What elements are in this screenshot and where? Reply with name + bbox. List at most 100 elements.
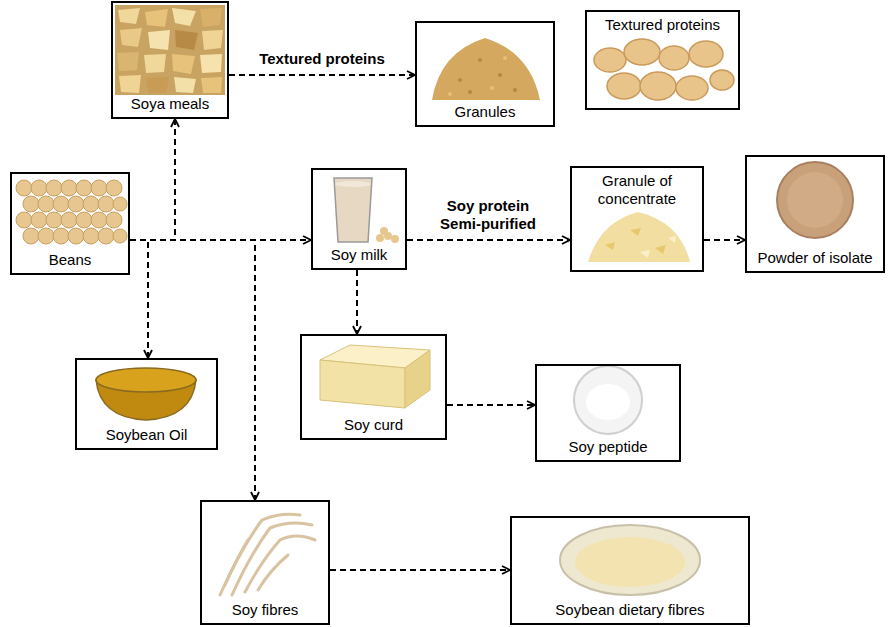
granules-pile-part: [468, 90, 472, 94]
product-box: Soybean dietary fibres: [510, 516, 750, 625]
soybeans-part: [61, 212, 77, 228]
product-box: Powder of isolate: [745, 155, 885, 273]
soya-meal-flakes-part: [172, 8, 196, 26]
arrow-label: Soy protein Semi-purified: [431, 197, 545, 233]
soy-fibre-strands-part: [220, 514, 300, 595]
concentrate-granules-part: [668, 236, 676, 243]
product-box: Beans: [10, 172, 130, 275]
soybeans: [16, 180, 127, 244]
soybeans-part: [16, 180, 32, 196]
soybeans-part: [83, 196, 99, 212]
textured-protein-chunks: [594, 39, 734, 100]
concentrate-granules-part: [630, 228, 641, 236]
dietary-fibre-dish-part: [575, 537, 685, 587]
soybeans-part: [83, 228, 99, 244]
dashed-arrow: [330, 569, 510, 571]
concentrate-granules-part: [605, 242, 615, 250]
soya-meal-flakes-part: [120, 28, 142, 47]
concentrate-granules: [588, 212, 690, 262]
textured-protein-chunks-part: [689, 41, 723, 67]
oil-bowl-part: [96, 368, 196, 392]
soybeans-part: [106, 180, 122, 196]
soy-fibre-strands-part: [232, 523, 312, 595]
dashed-arrow: [229, 74, 415, 76]
soya-meal-flakes-part: [200, 8, 222, 27]
soya-meal-flakes-part: [175, 30, 198, 50]
dashed-arrow: [356, 270, 358, 334]
soybeans-part: [68, 228, 84, 244]
granules-pile-part: [513, 88, 517, 92]
soybeans-part: [106, 212, 122, 228]
soybeans-part: [76, 180, 92, 196]
arrow-label: Textured proteins: [259, 50, 385, 68]
soybeans-part: [53, 228, 69, 244]
dashed-arrow: [130, 119, 175, 240]
product-box: Soy milk: [311, 168, 407, 270]
soya-meal-flakes-part: [144, 54, 166, 73]
box-label: Soy fibres: [208, 601, 322, 619]
dietary-fibre-dish-part: [560, 525, 700, 595]
soya-meal-flakes-part: [200, 54, 222, 73]
isolate-powder-dish-part: [777, 162, 853, 238]
product-box: Soya meals: [111, 1, 229, 119]
concentrate-granules-part: [640, 250, 650, 258]
dietary-fibre-dish: [560, 525, 700, 595]
concentrate-granules-part: [588, 212, 690, 262]
soybeans-part: [23, 196, 39, 212]
box-label: Powder of isolate: [753, 249, 877, 267]
textured-protein-chunks-part: [676, 76, 708, 100]
soy-milk-glass-part: [335, 181, 371, 187]
product-box: Textured proteins: [585, 10, 740, 110]
soya-meal-flakes-part: [202, 30, 223, 50]
textured-protein-chunks-part: [640, 72, 676, 100]
dashed-arrow: [130, 240, 148, 358]
soya-meal-flakes: [115, 5, 225, 95]
textured-protein-chunks-part: [594, 48, 626, 72]
granules-pile-part: [478, 58, 482, 62]
granules-pile-part: [432, 38, 540, 100]
concentrate-granules-part: [655, 245, 666, 254]
soy-fibre-strands-part: [258, 555, 288, 590]
soya-meal-flakes-part: [119, 75, 141, 93]
textured-protein-chunks-part: [607, 73, 641, 99]
soybeans-part: [53, 196, 69, 212]
soybeans-part: [113, 197, 127, 211]
soy-milk-glass-part: [380, 227, 388, 235]
soybeans-part: [113, 229, 127, 243]
soya-meal-flakes-part: [201, 77, 222, 93]
soy-milk-glass-part: [334, 178, 372, 242]
peptide-powder-dish-part: [586, 384, 630, 420]
product-box: Soy peptide: [535, 364, 681, 462]
soya-meal-flakes-part: [115, 5, 225, 95]
granules-pile-part: [448, 92, 452, 96]
granules-pile-part: [498, 73, 502, 77]
soya-meal-flakes-part: [148, 30, 170, 50]
box-label: Soybean dietary fibres: [518, 601, 742, 619]
tofu-block-part: [405, 350, 430, 408]
soybeans-part: [31, 212, 47, 228]
tofu-block: [320, 345, 430, 408]
granules-pile-part: [490, 86, 494, 90]
box-label: Soy peptide: [543, 438, 673, 456]
isolate-powder-dish-part: [787, 172, 843, 228]
granules-pile-part: [458, 78, 462, 82]
box-label: Soy curd: [308, 416, 439, 434]
dashed-arrow: [447, 404, 535, 406]
soy-milk-glass-part: [391, 235, 399, 243]
soybeans-part: [98, 196, 114, 212]
oil-bowl: [96, 368, 196, 420]
soybeans-part: [91, 180, 107, 196]
soy-milk-glass-part: [376, 234, 384, 242]
product-box: Granule of concentrate: [570, 166, 704, 272]
soya-meal-flakes-part: [146, 77, 169, 93]
soybeans-part: [76, 212, 92, 228]
soya-meal-flakes-part: [172, 54, 195, 74]
soybeans-part: [23, 228, 39, 244]
soybeans-part: [38, 228, 54, 244]
box-label: Soya meals: [119, 95, 221, 113]
soya-meal-flakes-part: [118, 8, 140, 24]
soybeans-part: [16, 212, 32, 228]
dashed-arrow: [130, 240, 255, 500]
